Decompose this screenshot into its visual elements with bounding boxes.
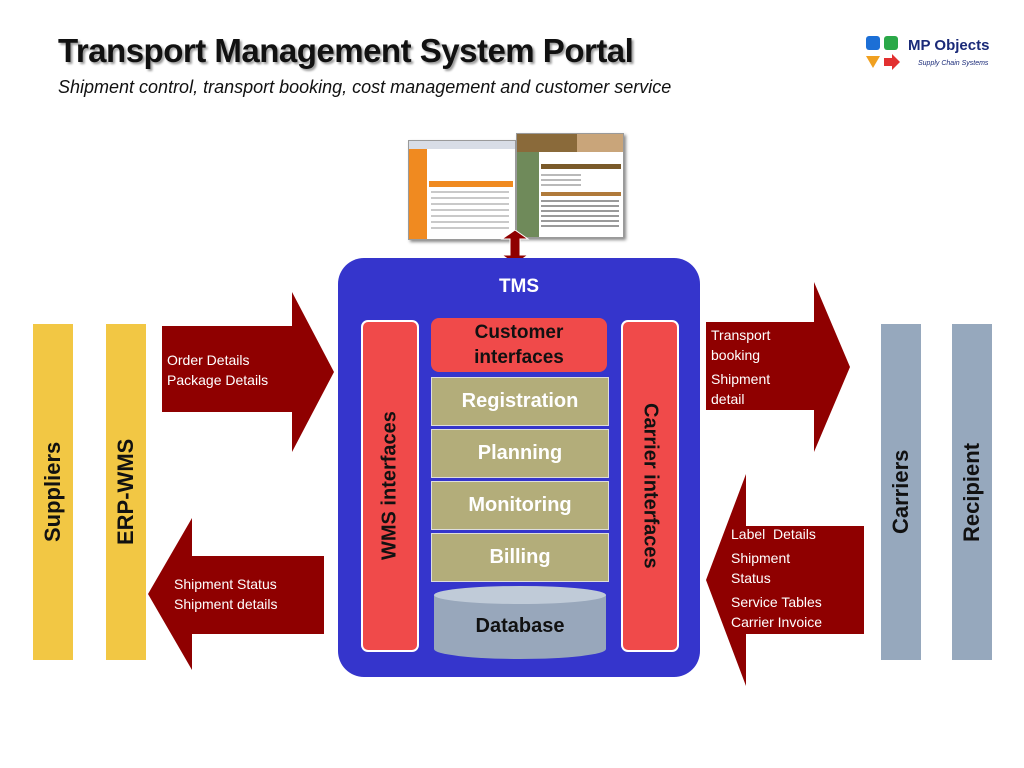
arrow-transport-booking-text: Transport booking Shipment detail [711, 325, 811, 409]
tms-label: TMS [498, 276, 540, 297]
arrow-transport-booking [706, 282, 850, 452]
column-erp-wms-label: ERP-WMS [113, 438, 138, 546]
wms-interfaces-label: WMS interfaces [378, 411, 401, 561]
customer-interfaces: Customer interfaces [431, 318, 607, 372]
double-arrow-vertical [500, 230, 530, 264]
customer-interfaces-line-2: interfaces [474, 347, 564, 368]
module-registration: Registration [431, 377, 609, 426]
logo-mark-icon [866, 36, 900, 70]
arrow-shipment-status-item: Shipment Status [174, 576, 277, 592]
logo-tagline: Supply Chain Systems [918, 60, 989, 67]
database-cylinder-icon [434, 586, 606, 659]
arrow-order-details [162, 292, 334, 452]
arrow-shipment-status-right-item: Shipment Status [731, 550, 791, 586]
column-erp-wms: ERP-WMS [106, 324, 146, 660]
arrow-shipment-status-text: Shipment Status Shipment details [174, 574, 278, 614]
arrow-carrier-invoice-item: Carrier Invoice [731, 614, 823, 630]
module-billing: Billing [431, 533, 609, 582]
arrow-label-details [706, 474, 864, 686]
column-recipient-label: Recipient [959, 442, 984, 542]
column-suppliers-label: Suppliers [40, 441, 65, 543]
database-label: Database [475, 615, 565, 637]
module-planning: Planning [431, 429, 609, 478]
arrow-package-details-item: Package Details [167, 372, 269, 388]
arrow-shipment-details-item: Shipment details [174, 596, 278, 612]
column-carriers-label: Carriers [888, 449, 913, 535]
column-suppliers: Suppliers [33, 324, 73, 660]
arrow-service-tables-item: Service Tables [731, 594, 822, 610]
wms-interfaces: WMS interfaces [361, 320, 419, 652]
arrow-shipment-detail-item: Shipment detail [711, 371, 771, 407]
logo-name: MP Objects [908, 37, 990, 54]
module-monitoring: Monitoring [431, 481, 609, 530]
arrow-label-details-text: Label Details Shipment Status Service Ta… [731, 524, 822, 632]
column-carriers: Carriers [881, 324, 921, 660]
customer-interfaces-line-1: Customer [474, 322, 564, 343]
arrow-label-details-item: Label Details [731, 526, 816, 542]
column-recipient: Recipient [952, 324, 992, 660]
portal-screenshot-1 [408, 140, 516, 240]
logo [864, 34, 908, 79]
arrow-order-details-text: Order Details Package Details [167, 350, 268, 390]
page-subtitle: Shipment control, transport booking, cos… [58, 77, 672, 97]
arrow-order-details-item: Order Details [167, 352, 250, 368]
carrier-interfaces: Carrier interfaces [621, 320, 679, 652]
arrow-shipment-status [148, 518, 324, 670]
page-title: Transport Management System Portal [58, 32, 634, 69]
carrier-interfaces-label: Carrier interfaces [639, 403, 662, 569]
portal-screenshot-2 [516, 133, 624, 238]
arrow-transport-booking-item: Transport booking [711, 327, 771, 363]
